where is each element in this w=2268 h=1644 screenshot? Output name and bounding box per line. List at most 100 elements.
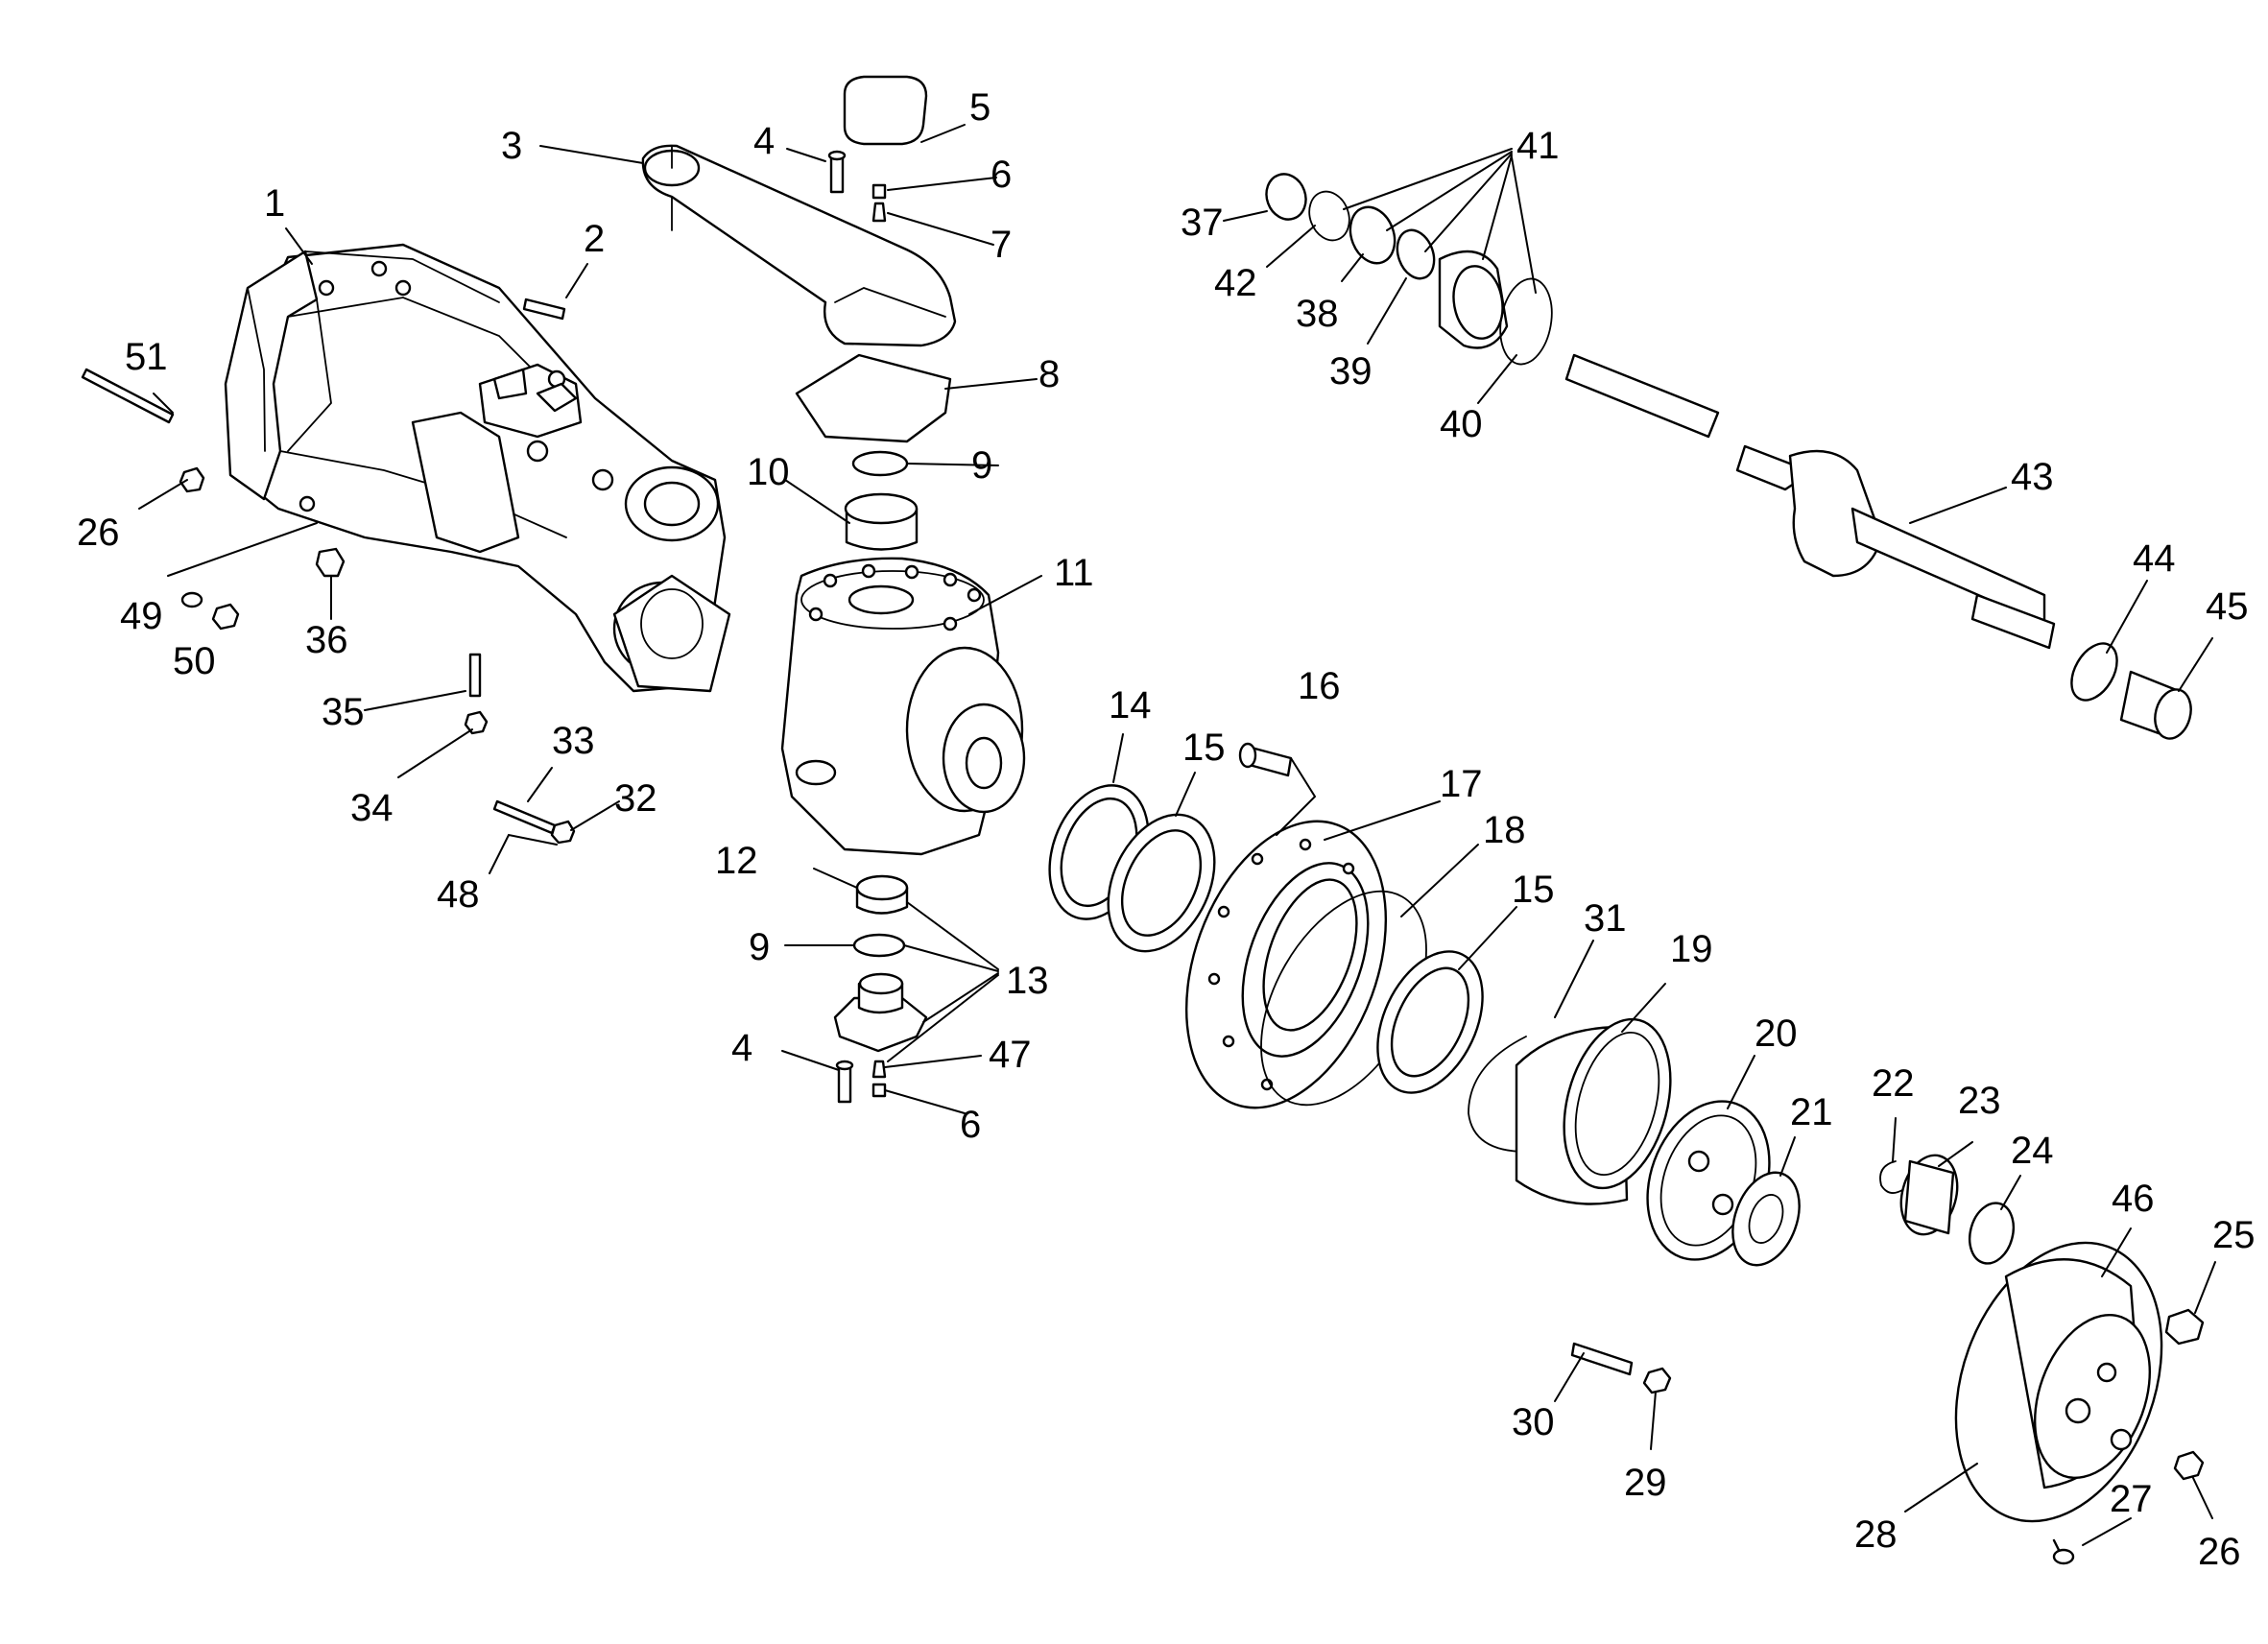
lower-plug [871,1083,887,1098]
axle-housing [224,243,731,693]
nut-34 [464,710,489,735]
callout-28: 28 [1854,1513,1898,1556]
callout-32: 32 [614,777,657,820]
callout-17: 17 [1440,763,1483,805]
grub-screw-35 [468,653,482,698]
upper-bushing [844,492,919,551]
screw-27 [2052,1538,2075,1565]
callout-26b: 26 [2198,1531,2241,1573]
callout-10: 10 [747,451,790,493]
nut-29 [1642,1367,1672,1394]
bearing-15-lower [1376,950,1484,1094]
callout-9b: 9 [749,926,770,968]
bearing-15-upper [1107,813,1216,953]
callout-42: 42 [1214,262,1257,304]
callout-37: 37 [1181,202,1224,244]
lower-bushing [855,874,909,915]
callout-15: 15 [1182,727,1226,769]
callout-47: 47 [989,1034,1032,1076]
nut-25 [2164,1308,2205,1346]
top-small-parts [827,75,928,223]
callout-29: 29 [1624,1462,1667,1504]
callout-34: 34 [350,787,394,829]
nut-26-upper [179,466,205,493]
plug-36 [315,547,346,578]
callout-16: 16 [1298,665,1341,707]
callout-39: 39 [1329,350,1373,393]
callout-13: 13 [1006,960,1049,1002]
sun-gear-24 [1968,1202,2016,1265]
callout-26: 26 [77,512,120,554]
callout-7: 7 [991,224,1012,266]
callout-4b: 4 [731,1027,752,1069]
callout-6b: 6 [960,1104,981,1146]
callout-24: 24 [2011,1130,2054,1172]
callout-12: 12 [715,840,758,882]
thrust-washer-21 [1731,1171,1801,1267]
callout-23: 23 [1958,1080,2001,1122]
callout-50: 50 [173,640,216,682]
callout-33: 33 [552,720,595,762]
circlip-22 [1879,1160,1903,1194]
callout-21: 21 [1790,1091,1833,1133]
callout-46: 46 [2112,1178,2155,1220]
callout-40: 40 [1440,403,1483,445]
callout-48: 48 [437,873,480,916]
callout-18: 18 [1483,809,1526,851]
snap-ring-37 [1265,173,1307,221]
o-ring-upper [851,450,909,477]
callout-25: 25 [2212,1214,2256,1256]
callout-8: 8 [1039,353,1060,395]
hub-cover-46 [1954,1241,2163,1523]
king-pin-cap [833,972,928,1053]
callout-43: 43 [2011,456,2054,498]
callout-31: 31 [1584,897,1627,940]
wheel-stud-16 [1238,742,1293,777]
callout-labels: 1 2 3 4 5 6 7 8 9 10 11 12 9 13 4 47 6 1… [77,86,2256,1573]
bearing-38 [1349,205,1397,265]
steering-knuckle [780,557,1026,856]
callout-20: 20 [1755,1013,1798,1055]
differential-bearing [1438,250,1509,349]
stud-30 [1570,1342,1634,1376]
bolt-33 [492,799,557,835]
callout-41: 41 [1516,125,1560,167]
nut-50 [211,603,240,631]
axle-shaft-43 [1564,353,2056,650]
lower-grease-nipple [871,1060,887,1079]
callout-4: 4 [753,120,775,162]
bushing-45 [2119,670,2192,740]
snap-ring-31 [1468,1036,1527,1153]
callout-22: 22 [1872,1062,1915,1105]
o-ring-lower [852,933,906,958]
stud-51 [81,368,175,424]
planet-gear-23 [1899,1154,1959,1236]
leader-lines [138,124,2216,1546]
callout-1: 1 [264,182,285,225]
nut-26-lower [2173,1450,2205,1481]
callout-27: 27 [2110,1478,2153,1520]
callout-6: 6 [991,154,1012,196]
callout-49: 49 [120,595,163,637]
callout-11: 11 [1054,552,1094,594]
callout-3: 3 [501,125,522,167]
callout-30: 30 [1512,1401,1555,1443]
callout-51: 51 [125,336,168,378]
lower-bolt [835,1060,854,1104]
washer-49 [180,591,203,608]
seal-44 [2070,642,2118,702]
callout-45: 45 [2206,585,2249,628]
steering-arm [641,144,957,347]
callout-2: 2 [584,218,605,260]
bolt-2 [522,298,566,321]
callout-5: 5 [969,86,991,129]
ring-gear-19 [1515,1017,1672,1205]
callout-35: 35 [322,691,365,733]
callout-38: 38 [1296,293,1339,335]
nut-32 [550,820,576,845]
callout-36: 36 [305,619,348,661]
callout-19: 19 [1670,928,1713,970]
callout-14: 14 [1109,684,1152,727]
shim-plate [795,353,952,443]
